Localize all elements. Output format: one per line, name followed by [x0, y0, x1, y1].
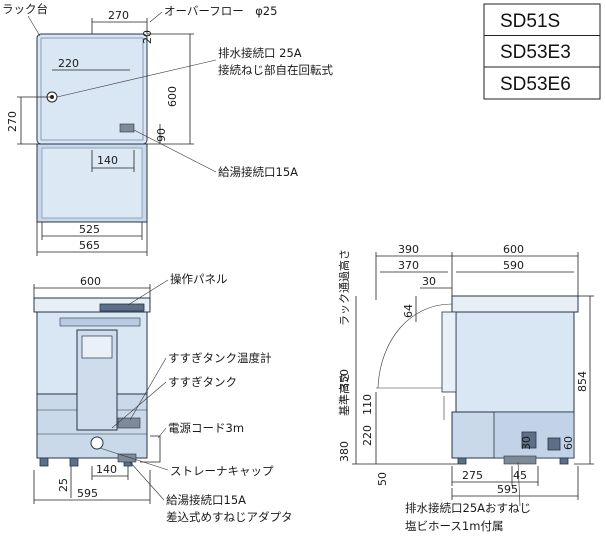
- front-view: 600 操作パネル すすぎタンク温度計 すすぎタンク 電源コード3m ストレーナ…: [33, 272, 293, 524]
- dim-left-270: 270: [6, 111, 19, 132]
- model-sd53e6: SD53E6: [500, 74, 571, 95]
- pvc-hose-label: 塩ビホース1m付属: [405, 519, 503, 533]
- dim-front-595: 595: [77, 487, 98, 500]
- drain-connection-thread-label: 接続ねじ部自在回転式: [218, 63, 333, 77]
- dim-side-370: 370: [398, 259, 419, 272]
- dim-front-25: 25: [57, 478, 70, 492]
- rinse-thermometer-label: すすぎタンク温度計: [168, 351, 272, 365]
- model-sd53e3: SD53E3: [500, 42, 571, 63]
- side-view: 390 600 370 590 30 64 ラック通過高さ 350: [337, 243, 594, 533]
- rinse-tank-label: すすぎタンク: [168, 375, 237, 389]
- overflow-label: オーバーフロー φ25: [164, 4, 277, 18]
- dim-20: 20: [141, 30, 154, 44]
- dim-side-854: 854: [576, 371, 589, 392]
- control-panel-label: 操作パネル: [170, 272, 228, 286]
- drain-hose-icon: [503, 455, 537, 465]
- dim-side-350: 350: [338, 369, 351, 390]
- drain-connection-side-label: 排水接続口25Aおすねじ: [405, 501, 531, 515]
- dim-side-45: 45: [513, 469, 527, 482]
- dim-top-600: 600: [166, 86, 179, 107]
- rack-clearance-label: ラック通過高さ: [337, 249, 351, 326]
- dim-side-220: 220: [361, 425, 374, 446]
- dim-front-600: 600: [80, 275, 101, 288]
- dim-side-64: 64: [402, 304, 415, 318]
- dim-side-30: 30: [422, 275, 436, 288]
- top-view: ラック台 270 オーバーフロー φ25 20 排水接続口 25A 接続ねじ部自…: [2, 2, 333, 256]
- dim-side-595: 595: [497, 483, 518, 496]
- dim-90: 90: [155, 128, 168, 142]
- dim-side-600: 600: [503, 243, 524, 256]
- dim-525: 525: [79, 223, 100, 236]
- dim-side-60: 60: [562, 436, 575, 450]
- side-hood: [455, 311, 575, 413]
- dim-side-110: 110: [361, 394, 374, 415]
- model-table: SD51S SD53E3 SD53E6: [483, 3, 601, 100]
- base-height-label: 基準高さ: [337, 372, 351, 416]
- dim-top-270: 270: [108, 9, 129, 22]
- dim-565: 565: [79, 239, 100, 252]
- dim-side-590: 590: [503, 259, 524, 272]
- hot-water-front-label: 給湯接続口15A: [166, 493, 246, 507]
- dim-side-50: 50: [376, 472, 389, 486]
- control-panel-icon: [99, 303, 145, 312]
- rack-table-label: ラック台: [2, 2, 48, 16]
- strainer-cap-icon: [90, 436, 104, 450]
- dim-side-390: 390: [398, 243, 419, 256]
- hot-water-connection-label: 給湯接続口15A: [218, 165, 298, 179]
- power-cord-label: 電源コード3m: [168, 421, 244, 435]
- hot-water-adapter-label: 差込式めすねじアダプタ: [166, 510, 293, 524]
- drain-connection-label: 排水接続口 25A: [218, 46, 302, 60]
- door-swing-arc: [377, 303, 453, 389]
- model-sd51s: SD51S: [500, 11, 560, 32]
- strainer-cap-label: ストレーナキャップ: [170, 464, 274, 478]
- power-cord-icon: [140, 435, 161, 463]
- dim-220: 220: [58, 57, 79, 70]
- dim-side-30b: 30: [520, 436, 533, 450]
- hot-water-adapter-icon: [117, 453, 137, 463]
- dim-front-140: 140: [96, 463, 117, 476]
- thermometer-icon: [117, 417, 141, 429]
- dim-side-380: 380: [338, 441, 351, 462]
- hot-water-connector-icon: [119, 123, 135, 133]
- dim-side-275: 275: [462, 469, 483, 482]
- dim-top-140: 140: [97, 154, 118, 167]
